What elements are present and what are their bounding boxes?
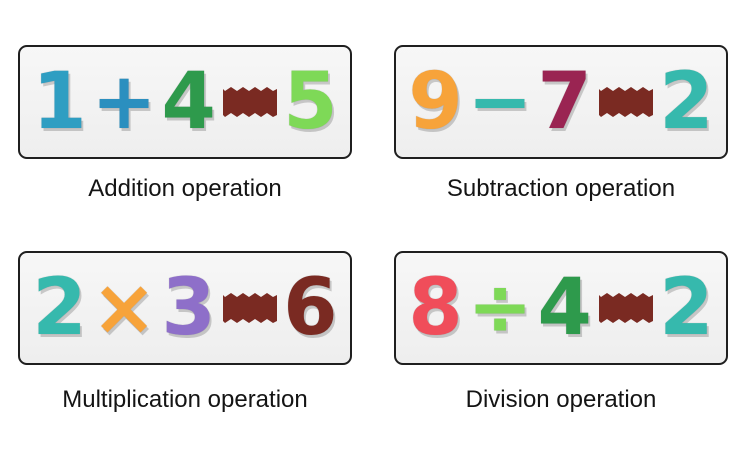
addition-caption: Addition operation: [88, 175, 282, 202]
token-7: 7: [537, 57, 592, 147]
division-sign-icon: ÷: [467, 263, 533, 353]
token-8: 8: [408, 263, 463, 353]
equals-sign-icon: [221, 291, 279, 325]
division-panel: 8 ÷ 4 2: [394, 251, 728, 365]
token-4: 4: [161, 57, 216, 147]
token-5: 5: [283, 57, 338, 147]
multiplication-caption: Multiplication operation: [62, 386, 308, 413]
token-6: 6: [283, 263, 338, 353]
token-2: 2: [32, 263, 87, 353]
token-9: 9: [408, 57, 463, 147]
multiplication-panel: 2 × 3 6: [18, 251, 352, 365]
equals-sign-icon: [597, 291, 655, 325]
plus-sign-icon: +: [91, 57, 157, 147]
token-2: 2: [659, 57, 714, 147]
division-caption: Division operation: [465, 386, 657, 413]
multiply-sign-icon: ×: [91, 263, 157, 353]
token-4: 4: [537, 263, 592, 353]
minus-sign-icon: −: [467, 57, 533, 147]
subtraction-caption: Subtraction operation: [446, 175, 676, 202]
equals-sign-icon: [597, 85, 655, 119]
token-3: 3: [161, 263, 216, 353]
subtraction-panel: 9 − 7 2: [394, 45, 728, 159]
token-2: 2: [659, 263, 714, 353]
equals-sign-icon: [221, 85, 279, 119]
addition-panel: 1 + 4 5: [18, 45, 352, 159]
token-1: 1: [32, 57, 87, 147]
